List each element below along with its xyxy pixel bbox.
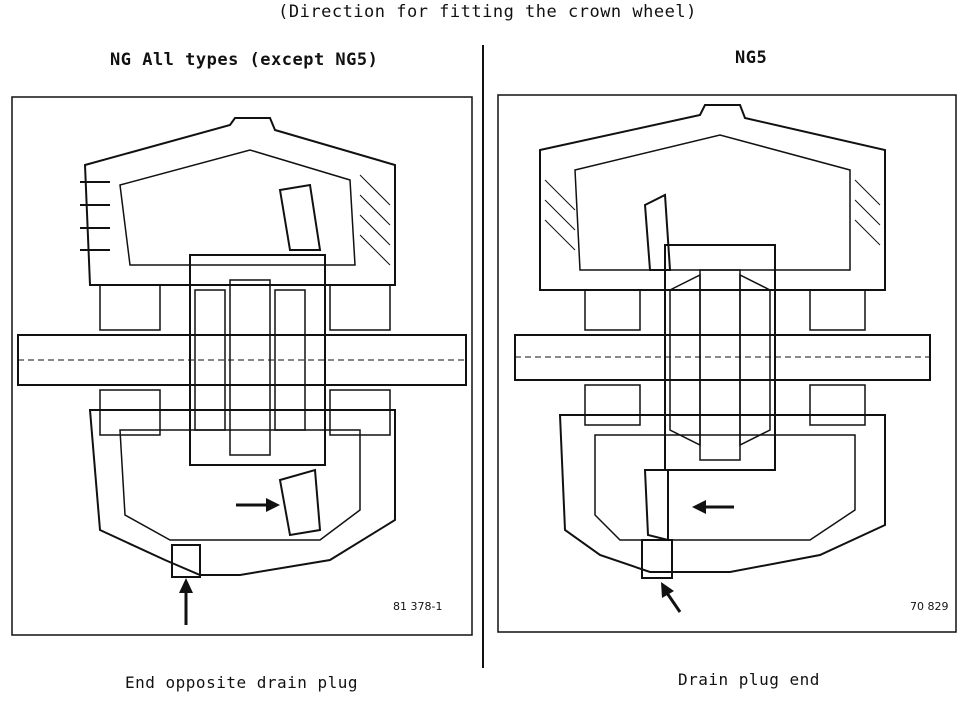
right-drain-plug: [641, 539, 673, 579]
left-bearing-lower-r: [329, 389, 391, 436]
right-diff-cage: [664, 244, 776, 471]
right-direction-arrow: [692, 500, 706, 514]
right-housing-bottom: [558, 414, 886, 573]
right-diagram: [497, 94, 957, 633]
right-bearing-lower-l: [584, 384, 641, 426]
right-panel-footer: Drain plug end: [678, 670, 820, 689]
left-bearing-upper-r: [329, 284, 391, 331]
right-crown-wheel-top: [643, 193, 672, 271]
right-frame: [497, 94, 957, 633]
left-frame: [11, 96, 473, 636]
left-diagram: [11, 96, 473, 636]
left-arrows: [179, 498, 280, 625]
left-bearing-lower-l: [99, 389, 161, 436]
right-crown-wheel-bottom: [643, 469, 669, 542]
right-drain-arrow: [661, 582, 674, 598]
left-reference-number: 81 378-1: [393, 600, 443, 613]
right-arrows: [661, 500, 734, 613]
left-diff-cage: [189, 254, 326, 466]
left-hatch-wall: [359, 174, 391, 266]
left-housing-bottom: [88, 409, 396, 576]
left-panel-title: NG All types (except NG5): [110, 50, 379, 70]
left-bearing-upper-l: [99, 284, 161, 331]
right-bearing-upper-l: [584, 289, 641, 331]
right-panel-title: NG5: [735, 48, 768, 68]
left-crown-wheel-top: [278, 183, 322, 251]
right-bearing-lower-r: [809, 384, 866, 426]
left-drain-plug: [171, 544, 201, 578]
left-panel-footer: End opposite drain plug: [125, 673, 359, 692]
left-housing-top: [83, 117, 396, 286]
figure-caption: (Direction for fitting the crown wheel): [278, 2, 697, 22]
right-reference-number: 70 829: [910, 600, 949, 613]
right-bearing-upper-r: [809, 289, 866, 331]
left-crown-wheel-bottom: [278, 468, 322, 537]
right-housing-top: [539, 104, 886, 291]
left-drain-arrow: [179, 578, 193, 593]
right-hatch-wall: [544, 179, 881, 251]
left-direction-arrow: [266, 498, 280, 512]
left-cooling-fins: [80, 181, 110, 251]
